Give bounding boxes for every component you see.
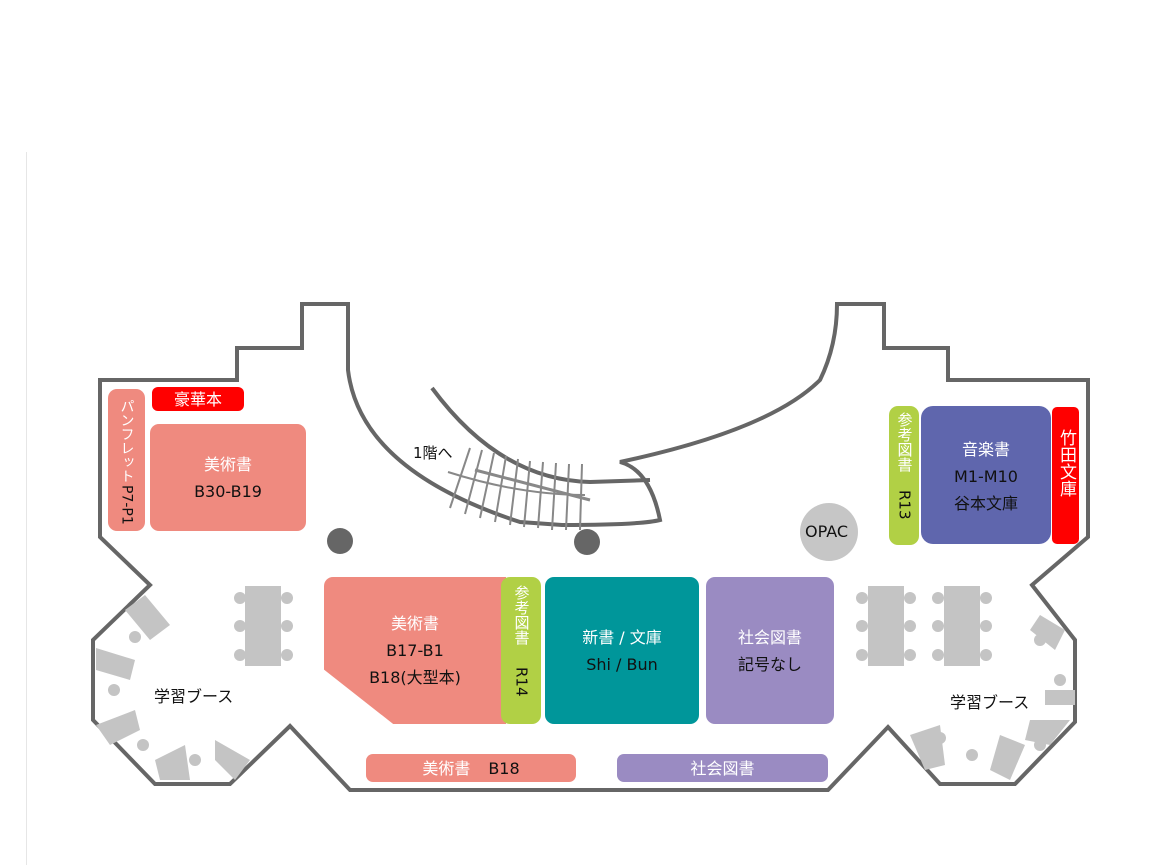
area-title: パンフレット (118, 399, 135, 483)
page-divider (26, 152, 27, 865)
area-title: 参考図書 (512, 585, 531, 645)
area-title: 美術書 (203, 454, 252, 474)
area-music[interactable]: 音楽書 M1-M10 谷本文庫 (921, 406, 1051, 544)
study-booth-label-left: 学習ブース (154, 687, 234, 706)
area-code: Shi / Bun (586, 654, 658, 674)
area-takeda[interactable]: 竹田文庫 (1052, 407, 1079, 544)
area-title: 竹田文庫 (1056, 429, 1076, 497)
staircase (430, 386, 651, 531)
area-new-books[interactable]: 新書 / 文庫 Shi / Bun (545, 577, 699, 724)
area-deluxe[interactable]: 豪華本 (152, 387, 244, 411)
pillar (574, 529, 600, 555)
area-title: 美術書 (422, 758, 471, 778)
area-subtitle: 谷本文庫 (953, 494, 1018, 513)
area-title: 音楽書 (961, 440, 1010, 459)
area-code: B30-B19 (194, 481, 262, 501)
area-title: 社会図書 (690, 758, 755, 778)
building-wall (91, 302, 1090, 792)
opac-label[interactable]: OPAC (805, 522, 849, 541)
area-title: 豪華本 (173, 389, 222, 409)
area-code-large: B18(大型本) (369, 668, 461, 687)
opac-terminal (800, 503, 858, 561)
area-code: M1-M10 (954, 467, 1018, 486)
area-social[interactable]: 社会図書 記号なし (706, 577, 834, 724)
area-code: R14 (512, 667, 531, 697)
area-reference-r14[interactable]: 参考図書 R14 (501, 577, 541, 724)
area-social-lower[interactable]: 社会図書 (617, 754, 828, 782)
area-art-b18[interactable]: 美術書 B18 (366, 754, 576, 782)
area-title: 新書 / 文庫 (582, 627, 662, 647)
area-pamphlet[interactable]: パンフレット P7-P1 (108, 389, 145, 531)
area-code: P7-P1 (118, 485, 135, 525)
area-title: 社会図書 (737, 627, 802, 647)
area-reference-r13[interactable]: 参考図書 R13 (889, 406, 919, 545)
stairs-label: 1階へ (413, 444, 453, 462)
study-booths (96, 595, 1075, 780)
area-title: 参考図書 (895, 412, 914, 472)
area-code: B17-B1 (386, 641, 444, 660)
area-code: R13 (895, 490, 914, 520)
study-booth-label-right: 学習ブース (950, 693, 1030, 712)
area-code: B18 (488, 758, 520, 778)
area-title: 美術書 (390, 614, 439, 633)
pillar (327, 528, 353, 554)
study-tables (234, 586, 992, 666)
area-art-upper[interactable]: 美術書 B30-B19 (150, 424, 306, 531)
area-code: 記号なし (737, 654, 802, 674)
